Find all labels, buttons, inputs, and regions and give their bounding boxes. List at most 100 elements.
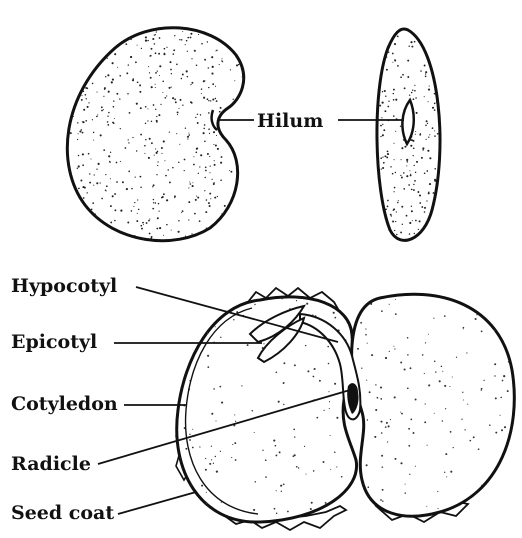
stipple-dot <box>395 221 396 222</box>
stipple-dot <box>110 162 111 163</box>
stipple-dot <box>360 322 362 324</box>
stipple-dot <box>125 147 127 149</box>
stipple-dot <box>252 122 253 123</box>
stipple-dot <box>393 99 395 101</box>
stipple-dot <box>82 186 84 188</box>
stipple-dot <box>378 193 379 194</box>
stipple-dot <box>118 26 120 28</box>
stipple-dot <box>189 501 190 502</box>
stipple-dot <box>330 469 331 470</box>
stipple-dot <box>469 440 471 442</box>
stipple-dot <box>393 191 394 192</box>
stipple-dot <box>87 57 88 58</box>
stipple-dot <box>188 349 190 351</box>
stipple-dot <box>430 520 431 521</box>
stipple-dot <box>213 183 215 185</box>
stipple-dot <box>401 177 403 179</box>
stipple-dot <box>197 114 198 115</box>
stipple-dot <box>434 130 435 131</box>
stipple-dot <box>325 502 327 504</box>
stipple-dot <box>378 212 380 214</box>
stipple-dot <box>249 38 251 40</box>
stipple-dot <box>177 114 178 115</box>
stipple-dot <box>490 300 491 301</box>
stipple-dot <box>429 134 430 135</box>
stipple-dot <box>67 176 69 178</box>
stipple-dot <box>192 447 194 449</box>
stipple-dot <box>228 121 229 122</box>
stipple-dot <box>219 64 220 65</box>
stipple-dot <box>212 83 214 85</box>
stipple-dot <box>495 397 497 399</box>
stipple-dot <box>61 115 63 117</box>
stipple-dot <box>165 175 167 177</box>
stipple-dot <box>334 383 336 385</box>
stipple-dot <box>90 54 91 55</box>
stipple-dot <box>433 254 435 256</box>
stipple-dot <box>151 121 152 122</box>
stipple-dot <box>374 183 376 185</box>
stipple-dot <box>242 76 244 78</box>
stipple-dot <box>174 197 175 198</box>
stipple-dot <box>87 53 88 54</box>
stipple-dot <box>215 86 216 87</box>
stipple-dot <box>69 104 71 106</box>
seed-coat-callout: Seed coat <box>11 492 196 524</box>
stipple-dot <box>174 99 176 101</box>
stipple-dot <box>432 107 434 109</box>
stipple-dot <box>204 140 206 142</box>
stipple-dot <box>381 234 382 235</box>
stipple-dot <box>405 484 406 485</box>
stipple-dot <box>402 224 403 225</box>
stipple-dot <box>447 126 448 127</box>
stipple-dot <box>112 195 114 197</box>
stipple-dot <box>208 128 210 130</box>
stipple-dot <box>199 446 200 447</box>
stipple-dot <box>103 109 104 110</box>
stipple-dot <box>197 197 199 199</box>
stipple-dot <box>155 148 156 149</box>
stipple-dot <box>92 20 94 22</box>
stipple-dot <box>436 82 437 83</box>
stipple-dot <box>371 354 373 356</box>
stipple-dot <box>378 237 380 239</box>
stipple-dot <box>294 364 296 366</box>
stipple-dot <box>105 76 106 77</box>
stipple-dot <box>127 244 129 246</box>
right-cotyledon <box>352 294 515 516</box>
stipple-dot <box>198 34 199 35</box>
stipple-dot <box>385 208 387 210</box>
stipple-dot <box>120 32 122 34</box>
stipple-dot <box>70 78 72 80</box>
stipple-dot <box>412 220 413 221</box>
stipple-dot <box>190 84 191 85</box>
stipple-dot <box>166 224 168 226</box>
stipple-dot <box>442 371 443 372</box>
stipple-dot <box>82 132 84 134</box>
stipple-dot <box>211 29 212 30</box>
stipple-dot <box>411 189 413 191</box>
stipple-dot <box>179 289 181 291</box>
stipple-dot <box>334 452 336 454</box>
stipple-dot <box>493 497 494 498</box>
stipple-dot <box>386 69 388 71</box>
stipple-dot <box>241 385 242 386</box>
stipple-dot <box>382 37 383 38</box>
stipple-dot <box>74 20 76 22</box>
stipple-dot <box>171 73 172 74</box>
stipple-dot <box>67 63 69 65</box>
stipple-dot <box>375 384 376 385</box>
stipple-dot <box>410 419 412 421</box>
stipple-dot <box>157 70 158 71</box>
stipple-dot <box>421 206 423 208</box>
stipple-dot <box>163 53 165 55</box>
stipple-dot <box>396 234 397 235</box>
stipple-dot <box>97 114 98 115</box>
stipple-dot <box>402 247 403 248</box>
stipple-dot <box>128 64 129 65</box>
stipple-dot <box>382 134 384 136</box>
stipple-dot <box>437 491 438 492</box>
stipple-dot <box>106 185 108 187</box>
stipple-dot <box>130 39 132 41</box>
stipple-dot <box>252 129 254 131</box>
